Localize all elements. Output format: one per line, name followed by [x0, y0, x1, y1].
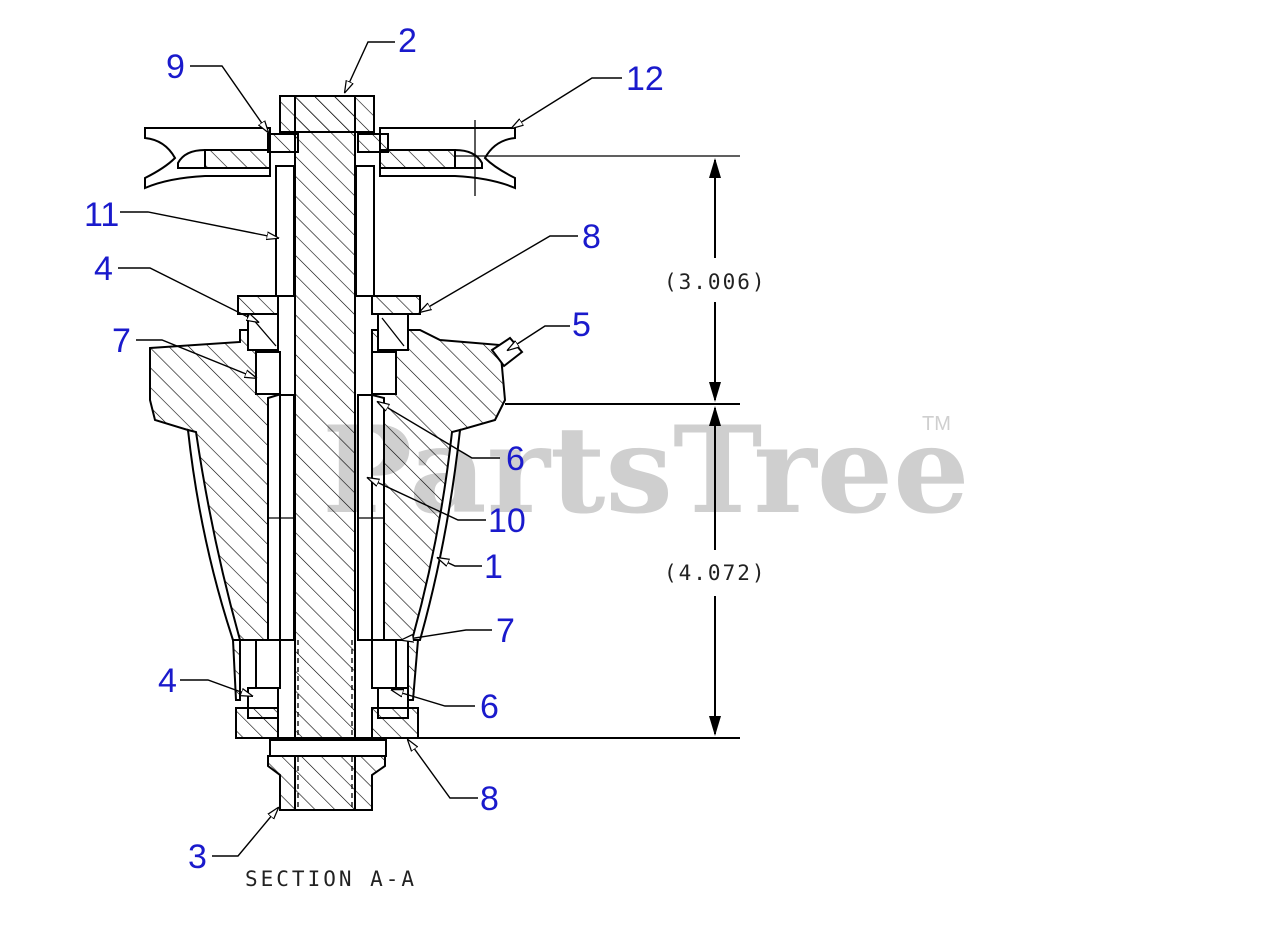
- leader-lines: [118, 41, 622, 857]
- housing: [149, 329, 524, 701]
- section-caption: SECTION A-A: [245, 867, 417, 891]
- upper-seal-left: [237, 295, 279, 315]
- callout-9: 9: [166, 48, 185, 86]
- callout-4-top: 4: [94, 250, 113, 288]
- upper-seal-right: [371, 295, 421, 315]
- callout-2: 2: [398, 22, 417, 60]
- callout-10: 10: [488, 502, 526, 540]
- dimension-lines: [236, 158, 740, 739]
- callout-6-top: 6: [506, 440, 525, 478]
- callout-6-bottom: 6: [480, 688, 499, 726]
- callout-1: 1: [484, 548, 503, 586]
- callout-3: 3: [188, 838, 207, 876]
- callout-11: 11: [84, 196, 119, 234]
- spindle-shaft-head: [279, 95, 375, 133]
- dimension-upper: (3.006): [664, 270, 767, 294]
- callout-5: 5: [572, 306, 591, 344]
- callout-7-top: 7: [112, 322, 131, 360]
- callout-8-top: 8: [582, 218, 601, 256]
- spacer: [267, 133, 389, 297]
- lower-bearing: [235, 639, 419, 739]
- callout-7-bottom: 7: [496, 612, 515, 650]
- watermark-trademark: TM: [922, 413, 951, 435]
- spindle-shaft: [294, 95, 356, 811]
- pulley: [144, 120, 740, 196]
- callout-4-bottom: 4: [158, 662, 177, 700]
- callout-8-bottom: 8: [480, 780, 499, 818]
- dimension-lower: (4.072): [664, 561, 767, 585]
- callout-12: 12: [626, 60, 664, 98]
